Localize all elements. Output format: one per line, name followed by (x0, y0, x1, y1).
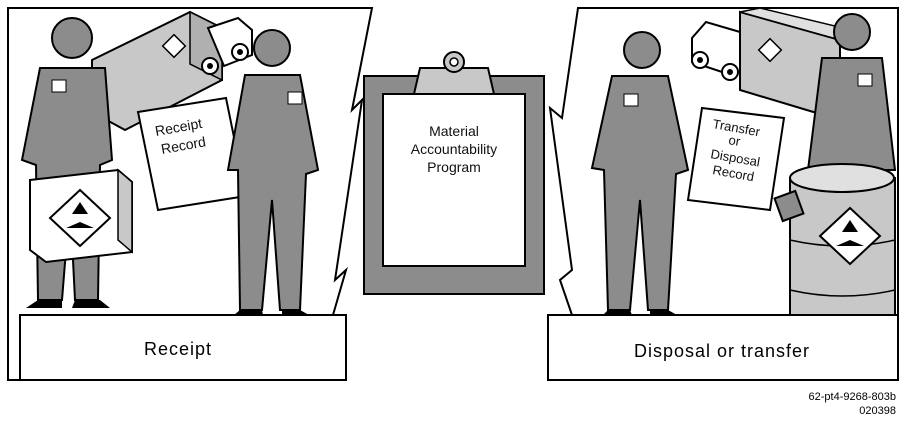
clipboard-line1: Material (429, 123, 479, 139)
disposal-record-document: Transfer or Disposal Record (688, 108, 784, 210)
receipt-record-document: Receipt Record (138, 98, 246, 210)
disposal-caption: Disposal or transfer (634, 341, 810, 361)
hazard-box (30, 170, 132, 262)
figure-id-line1: 62-pt4-9268-803b (809, 391, 896, 403)
clipboard-line3: Program (427, 159, 481, 175)
clipboard: Material Accountability Program (364, 52, 544, 294)
figure-id-line2: 020398 (859, 405, 896, 417)
receipt-caption: Receipt (144, 339, 212, 359)
right-panel: Transfer or Disposal Record Disposal or … (548, 8, 898, 380)
left-panel: Receipt Record Receipt (8, 8, 372, 380)
clipboard-paper (383, 94, 525, 266)
clipboard-line2: Accountability (411, 141, 497, 157)
